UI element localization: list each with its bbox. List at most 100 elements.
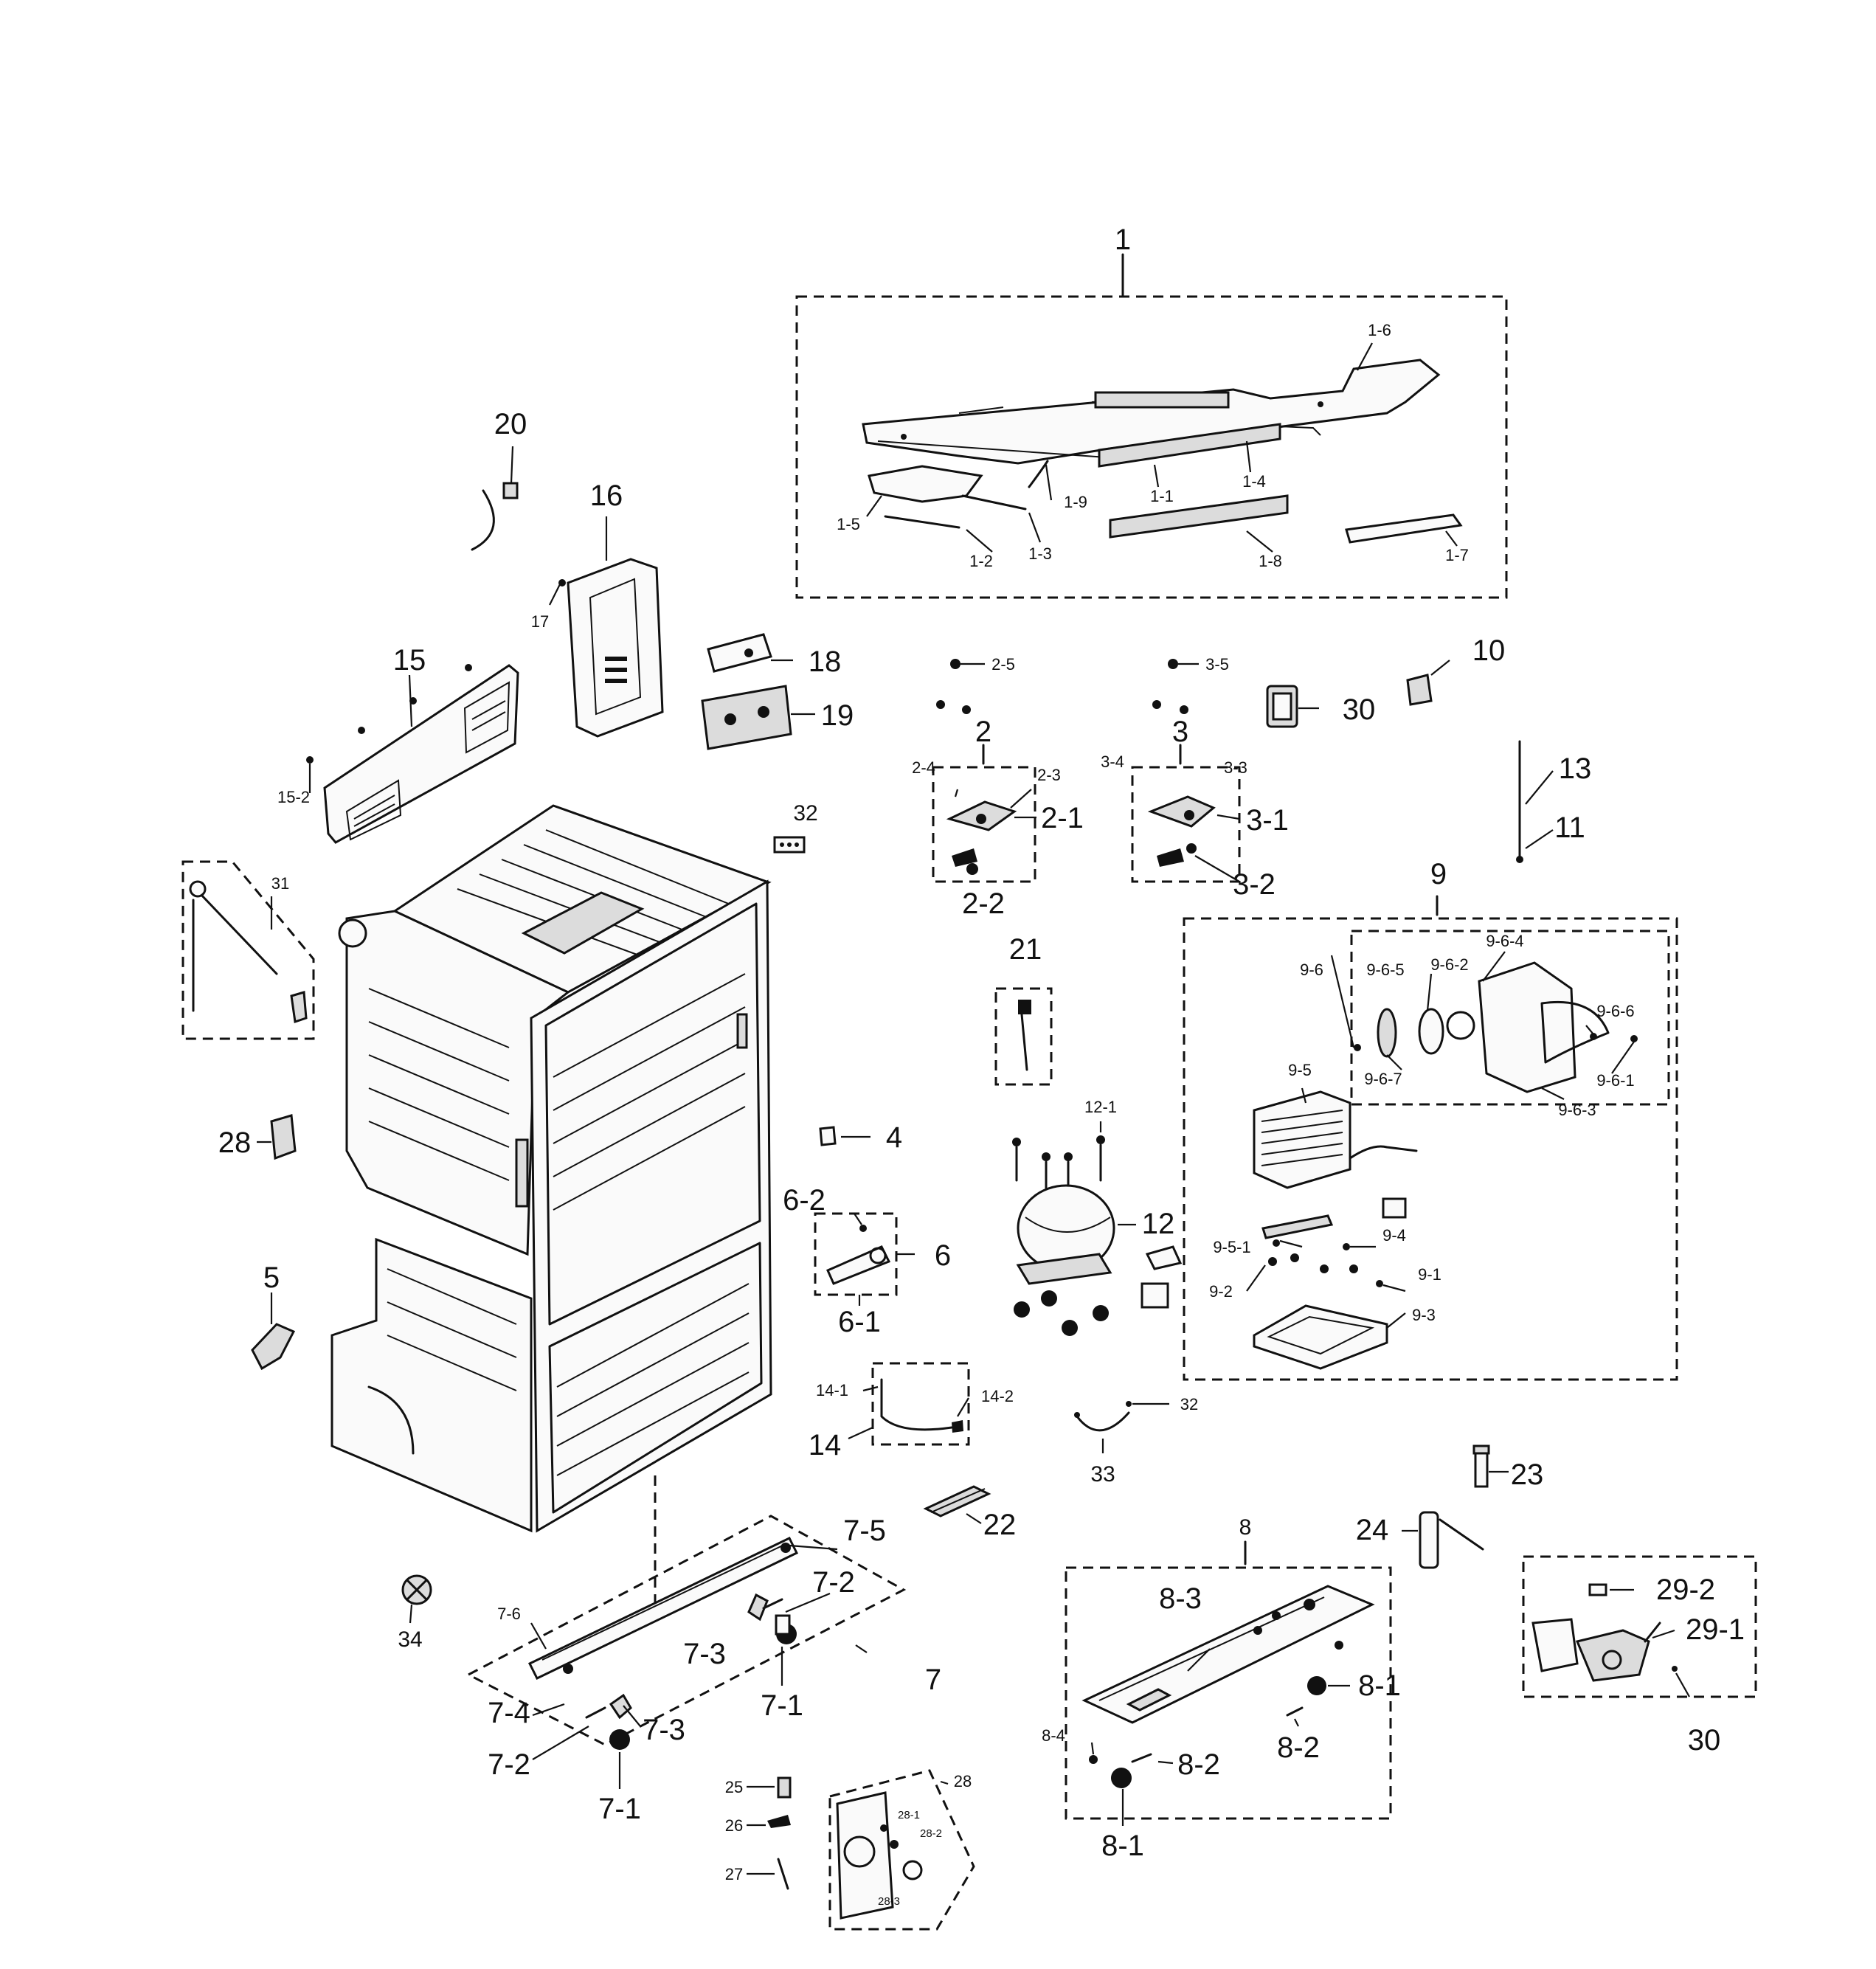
- callout-7-3-upper: 7-3: [683, 1638, 726, 1670]
- callout-7-5: 7-5: [843, 1515, 886, 1547]
- strip-part-1-7: [1345, 513, 1463, 544]
- callout-31: 31: [271, 874, 289, 893]
- main-refrigerator-cabinet: [330, 804, 772, 1623]
- group-29-water-valve: [1522, 1555, 1757, 1698]
- callout-26: 26: [725, 1816, 743, 1835]
- callout-5: 5: [263, 1262, 280, 1294]
- callout-23: 23: [1511, 1458, 1544, 1491]
- callout-9-5-1: 9-5-1: [1213, 1238, 1250, 1256]
- callout-9-3: 9-3: [1412, 1306, 1436, 1324]
- part-16-rear-panel: [549, 516, 664, 738]
- callout-7-4: 7-4: [488, 1697, 530, 1729]
- callout-3-1: 3-1: [1246, 804, 1289, 837]
- group-8-bottom-plate: [1065, 1540, 1392, 1826]
- callout-30-lower: 30: [1688, 1724, 1721, 1757]
- callout-8-2-upper: 8-2: [1277, 1731, 1320, 1764]
- callout-9-6-2: 9-6-2: [1430, 955, 1468, 974]
- group-7-base-rail: [465, 1515, 907, 1789]
- callout-9-1: 9-1: [1418, 1265, 1441, 1284]
- callout-1-2: 1-2: [969, 552, 993, 570]
- callout-16: 16: [590, 480, 623, 512]
- callout-14-1: 14-1: [816, 1381, 848, 1399]
- callout-3-5: 3-5: [1205, 655, 1229, 674]
- group-1-top-cover-assembly: [795, 253, 1508, 599]
- callout-9-6-4: 9-6-4: [1486, 932, 1523, 950]
- callout-19: 19: [821, 699, 854, 732]
- callout-9-6-7: 9-6-7: [1364, 1070, 1402, 1088]
- callout-28-dispenser: 28: [954, 1772, 972, 1790]
- callout-3-4: 3-4: [1101, 752, 1124, 771]
- callout-3-3: 3-3: [1224, 758, 1247, 777]
- callout-1-7: 1-7: [1445, 546, 1469, 564]
- callout-24: 24: [1356, 1514, 1389, 1546]
- callout-32-lower: 32: [1180, 1395, 1198, 1413]
- callout-7-3-lower: 7-3: [643, 1714, 685, 1746]
- part-20-power-cord: [471, 446, 519, 551]
- callout-2-3: 2-3: [1037, 766, 1061, 784]
- callout-labels: 1 1-6 1-1 1-4 1-9 1-5 1-2 1-3 1-8 1-7 20…: [218, 224, 1745, 1908]
- part-34-knob: [401, 1574, 432, 1624]
- parts-25-26-27-small-parts: [747, 1776, 792, 1890]
- callout-2: 2: [975, 716, 991, 748]
- callout-8-2-lower: 8-2: [1177, 1748, 1220, 1781]
- part-28-dispenser-assembly: [828, 1769, 975, 1931]
- callout-1-5: 1-5: [837, 515, 860, 533]
- part-12-compressor: [1012, 1121, 1183, 1336]
- callout-8-3: 8-3: [1159, 1582, 1202, 1615]
- part-18-19-pcb-boards: [701, 633, 815, 750]
- callout-15-2: 15-2: [277, 788, 310, 806]
- group-1-boundary: [795, 295, 1508, 599]
- part-15-compressor-cover: [306, 664, 519, 844]
- callout-8-1-upper: 8-1: [1358, 1669, 1401, 1702]
- callout-9-6-5: 9-6-5: [1366, 961, 1404, 979]
- callout-28-3: 28-3: [878, 1895, 900, 1908]
- callout-29-2: 29-2: [1656, 1574, 1715, 1606]
- callout-8: 8: [1239, 1515, 1252, 1540]
- callout-12: 12: [1142, 1208, 1175, 1240]
- callout-25: 25: [725, 1778, 743, 1796]
- callout-6: 6: [935, 1239, 951, 1272]
- part-5-bracket: [251, 1293, 296, 1371]
- top-cover-part: [862, 359, 1441, 465]
- callout-9-6: 9-6: [1300, 961, 1323, 979]
- callout-9-4: 9-4: [1382, 1226, 1406, 1245]
- bracket-part-1-8: [1109, 494, 1289, 539]
- callout-28-left: 28: [218, 1127, 252, 1159]
- bracket-part-1-1: [1098, 423, 1281, 468]
- callout-9-2: 9-2: [1209, 1282, 1233, 1301]
- callout-9-5: 9-5: [1288, 1061, 1312, 1079]
- callout-28-2: 28-2: [920, 1827, 942, 1840]
- callout-1-3: 1-3: [1028, 544, 1052, 563]
- callout-18: 18: [809, 646, 842, 678]
- callout-3: 3: [1172, 716, 1188, 748]
- callout-32-upper: 32: [793, 801, 817, 826]
- parts-32-33-wire: [1074, 1401, 1169, 1453]
- group-9-evaporator-fan-assembly: [1183, 895, 1678, 1381]
- callout-9-6-1: 9-6-1: [1596, 1071, 1634, 1090]
- part-22-heater: [923, 1485, 991, 1524]
- callout-2-2: 2-2: [962, 887, 1005, 920]
- callout-1-1: 1-1: [1150, 487, 1174, 505]
- part-32-clip: [773, 836, 806, 854]
- callout-30-upper: 30: [1343, 693, 1376, 726]
- parts-30-10-sensors: [1266, 660, 1450, 728]
- callout-34: 34: [398, 1627, 422, 1652]
- callout-9-6-3: 9-6-3: [1558, 1101, 1596, 1119]
- callout-29-1: 29-1: [1686, 1613, 1745, 1646]
- part-21-bolt: [994, 987, 1053, 1086]
- callout-27: 27: [725, 1865, 743, 1883]
- callout-1-6: 1-6: [1368, 321, 1391, 339]
- callout-7-6: 7-6: [497, 1605, 521, 1623]
- group-2-hinge-bracket: [932, 659, 1036, 883]
- callout-17: 17: [531, 612, 549, 631]
- callout-11: 11: [1554, 812, 1585, 844]
- callout-7-1-lower: 7-1: [598, 1793, 641, 1825]
- callout-7-2-upper: 7-2: [812, 1566, 855, 1599]
- callout-1-4: 1-4: [1242, 472, 1266, 491]
- callout-7-1-upper: 7-1: [761, 1689, 803, 1722]
- callout-9: 9: [1430, 858, 1447, 890]
- callout-7: 7: [925, 1664, 941, 1696]
- part-4-clip: [819, 1126, 870, 1146]
- callout-10: 10: [1472, 634, 1506, 667]
